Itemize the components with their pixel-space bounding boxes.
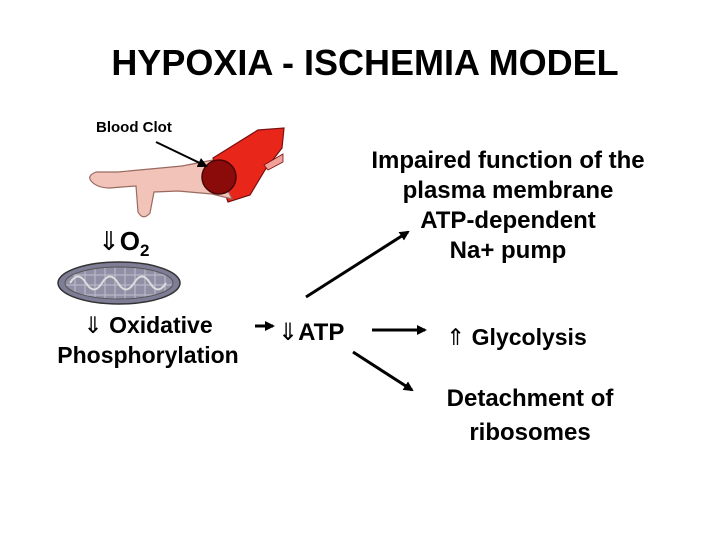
atp-to-membrane-arrow bbox=[305, 230, 410, 299]
membrane-line-1: Impaired function of the bbox=[371, 147, 645, 174]
detach-line-2: ribosomes bbox=[469, 419, 591, 446]
glycolysis-label: ⇑ Glycolysis bbox=[446, 324, 587, 351]
clot-pointer-arrow bbox=[155, 141, 208, 168]
membrane-line-2: plasma membrane bbox=[402, 177, 614, 204]
ribosome-detachment-label: Detachment of ribosomes bbox=[400, 382, 660, 450]
o2-subscript: 2 bbox=[140, 241, 150, 260]
mitochondrion-icon bbox=[57, 261, 181, 305]
membrane-line-3: ATP-dependent bbox=[420, 207, 596, 234]
atp-text: ATP bbox=[298, 319, 345, 346]
blood-vessel-illustration bbox=[89, 127, 285, 218]
oxphos-line-2: Phosphorylation bbox=[57, 342, 239, 368]
atp-to-detachment-arrow bbox=[352, 350, 414, 392]
up-double-arrow-icon: ⇑ bbox=[446, 324, 466, 350]
membrane-line-4: Na+ pump bbox=[449, 237, 567, 264]
membrane-pump-label: Impaired function of the plasma membrane… bbox=[338, 146, 678, 266]
atp-label: ⇓ATP bbox=[278, 318, 344, 347]
oxidative-phosphorylation-label: ⇓ Oxidative Phosphorylation bbox=[30, 310, 266, 370]
down-double-arrow-icon: ⇓ bbox=[83, 312, 103, 338]
blood-clot-label: Blood Clot bbox=[96, 119, 172, 136]
down-double-arrow-icon: ⇓ bbox=[98, 226, 120, 256]
o2-text: O bbox=[119, 226, 141, 256]
glycolysis-text: Glycolysis bbox=[471, 324, 587, 350]
detach-line-1: Detachment of bbox=[446, 385, 614, 412]
o2-decrease-label: ⇓O2 bbox=[98, 226, 150, 261]
blood-clot-icon bbox=[201, 159, 237, 195]
down-double-arrow-icon: ⇓ bbox=[278, 319, 299, 346]
oxphos-line-1: Oxidative bbox=[109, 312, 213, 338]
page-title: HYPOXIA - ISCHEMIA MODEL bbox=[111, 42, 619, 83]
